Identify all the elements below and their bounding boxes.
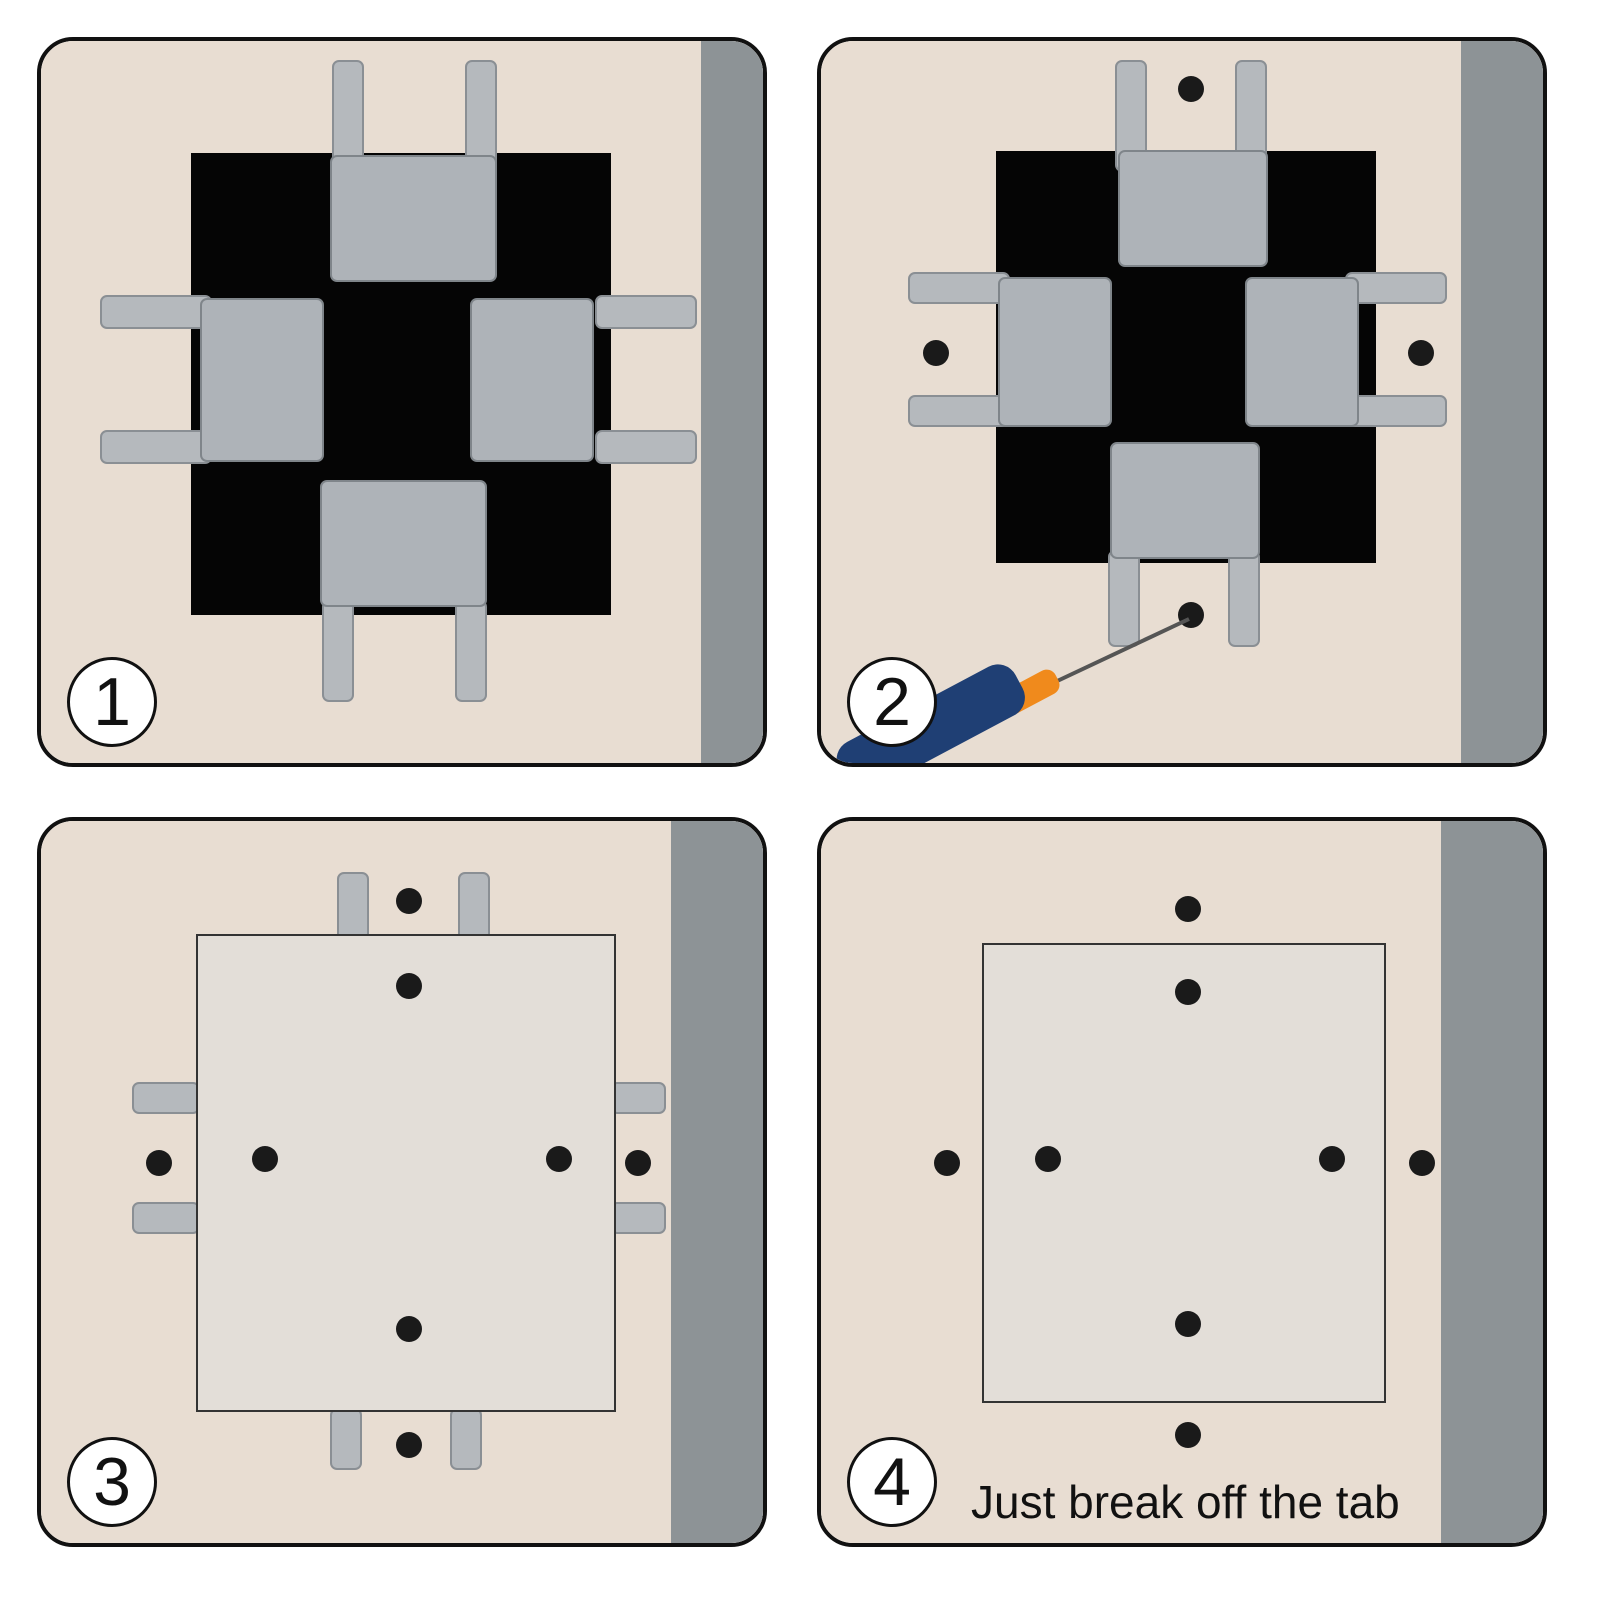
tab-bottom-right [450, 1408, 482, 1470]
step-3-number: 3 [93, 1444, 131, 1520]
bracket-top [1118, 150, 1268, 267]
bracket-top [330, 155, 497, 282]
bracket-right [470, 298, 594, 462]
wall-shadow [1461, 41, 1543, 763]
screw-icon [1408, 340, 1434, 366]
step-1-number: 1 [93, 664, 131, 740]
tab-bottom-left [322, 600, 354, 702]
screw-icon [396, 888, 422, 914]
step-1-panel: 1 [37, 37, 767, 767]
screw-icon [1319, 1146, 1345, 1172]
screw-icon [625, 1150, 651, 1176]
step-1-illustration [41, 41, 763, 763]
step-3-illustration [41, 821, 763, 1543]
tab-right-lower [595, 430, 697, 464]
wall-shadow [701, 41, 763, 763]
screws [146, 888, 651, 1458]
bracket-left [200, 298, 324, 462]
screw-icon [146, 1150, 172, 1176]
tab-right-upper [610, 1082, 666, 1114]
screw-icon [1175, 1311, 1201, 1337]
perforated-brackets [998, 150, 1359, 559]
tab-bottom-left [330, 1408, 362, 1470]
step-2-illustration [821, 41, 1543, 763]
tab-left-lower [132, 1202, 200, 1234]
step-3-badge: 3 [67, 1437, 157, 1527]
step-2-badge: 2 [847, 657, 937, 747]
wall-shadow [671, 821, 763, 1543]
screw-icon [396, 973, 422, 999]
step-4-badge: 4 [847, 1437, 937, 1527]
mounting-tabs [100, 60, 697, 702]
tab-bottom-right [1228, 550, 1260, 647]
screw-icon [934, 1150, 960, 1176]
tab-right-upper [1345, 272, 1447, 304]
screw-icon [252, 1146, 278, 1172]
screw-icon [1178, 76, 1204, 102]
tab-bottom-right [455, 600, 487, 702]
tab-left-lower [100, 430, 212, 464]
step-4-panel: 4 Just break off the tab [817, 817, 1547, 1547]
step-4-caption: Just break off the tab [971, 1476, 1400, 1528]
step-2-panel: 2 [817, 37, 1547, 767]
tab-bottom-left [1108, 550, 1140, 647]
tab-left-upper [908, 272, 1010, 304]
tab-right-lower [610, 1202, 666, 1234]
tab-left-upper [132, 1082, 200, 1114]
tab-right-lower [1345, 395, 1447, 427]
bracket-left [998, 277, 1112, 427]
tab-left-lower [908, 395, 1010, 427]
wall-shadow [1441, 821, 1543, 1543]
screw-icon [1175, 979, 1201, 1005]
bracket-bottom [1110, 442, 1260, 559]
step-4-number: 4 [873, 1444, 911, 1520]
screw-icon [546, 1146, 572, 1172]
step-1-badge: 1 [67, 657, 157, 747]
bracket-bottom [320, 480, 487, 607]
screw-icon [1409, 1150, 1435, 1176]
bracket-right [1245, 277, 1359, 427]
screw-icon [923, 340, 949, 366]
screws [923, 76, 1434, 628]
screw-icon [396, 1316, 422, 1342]
step-3-panel: 3 [37, 817, 767, 1547]
tab-left-upper [100, 295, 212, 329]
mounting-tabs [908, 60, 1447, 647]
screw-icon [1035, 1146, 1061, 1172]
step-2-number: 2 [873, 664, 911, 740]
screw-icon [396, 1432, 422, 1458]
screwdriver-icon [836, 617, 1190, 763]
tab-right-upper [595, 295, 697, 329]
step-4-illustration [821, 821, 1543, 1543]
screws [934, 896, 1435, 1448]
perforated-brackets [200, 155, 594, 607]
screw-icon [1175, 1422, 1201, 1448]
screw-icon [1175, 896, 1201, 922]
